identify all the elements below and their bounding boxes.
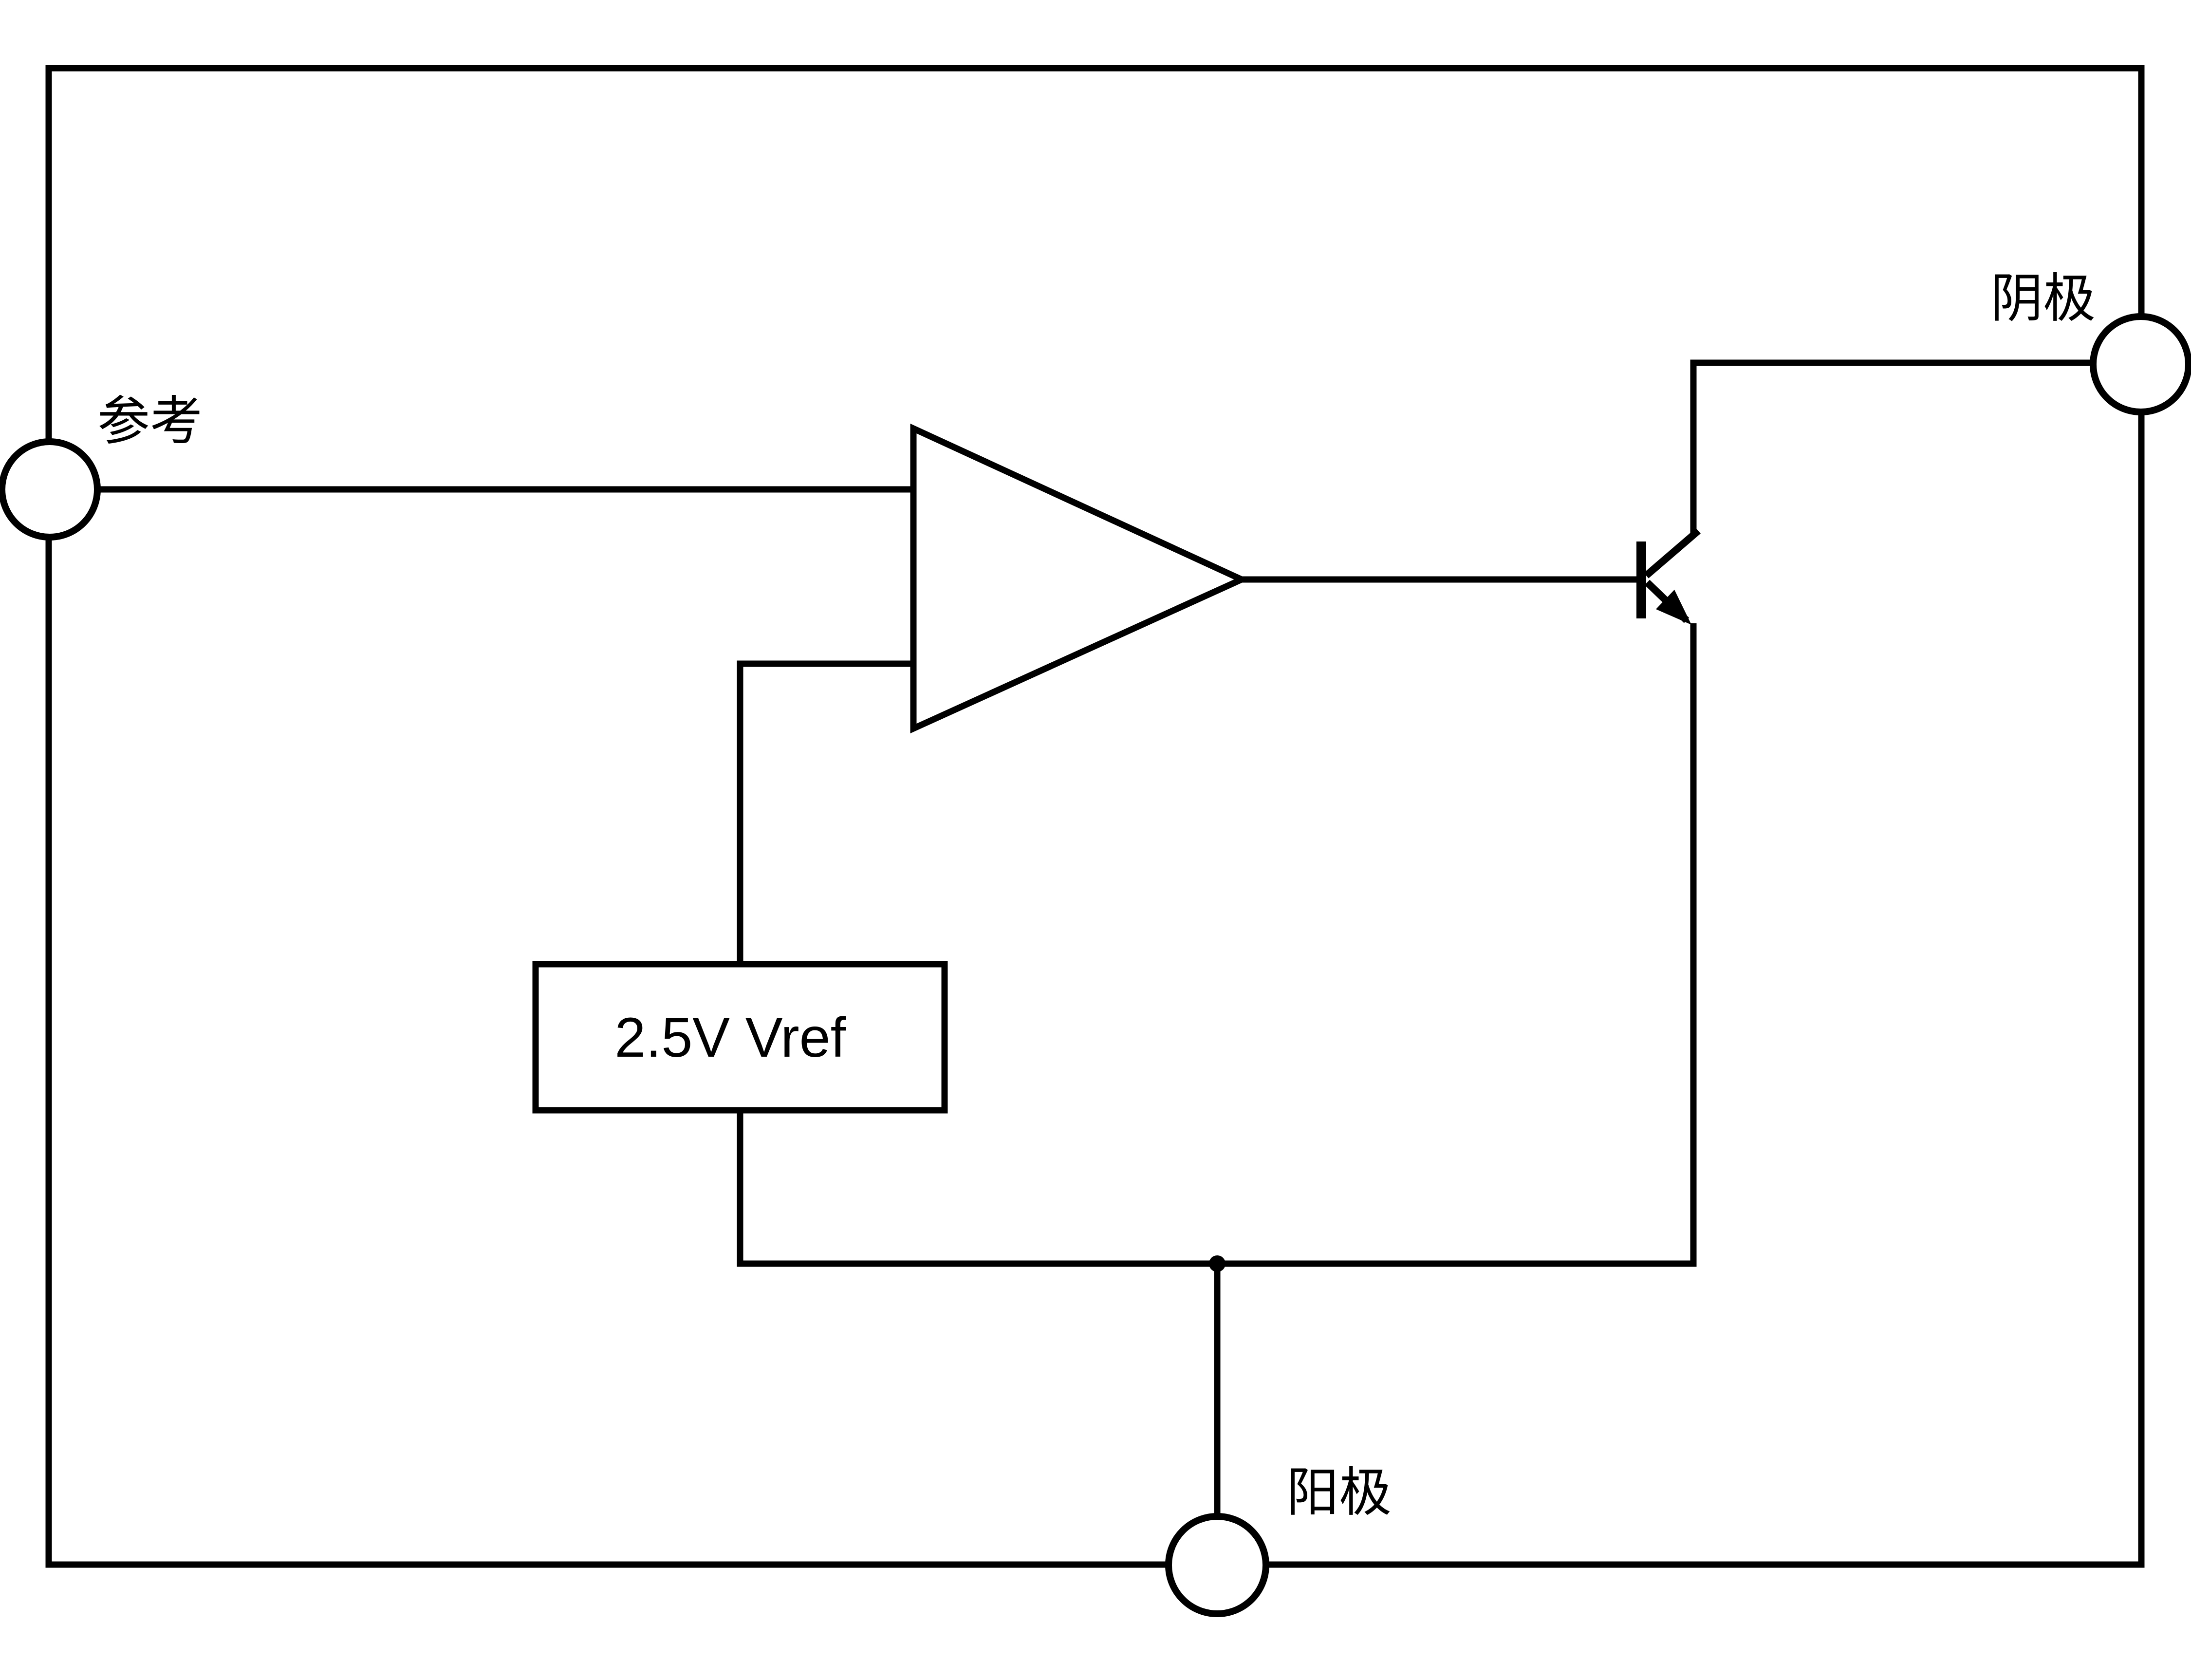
vref-to-opamp-wire [737, 660, 913, 966]
vref-block-label: 2.5V Vref [614, 1007, 846, 1069]
reference-terminal [0, 438, 101, 541]
transistor-emitter-arrow-icon [1656, 590, 1691, 625]
junction-dot [1209, 1255, 1225, 1272]
transistor-collector-lead [1644, 528, 1701, 579]
reference-label: 参考 [97, 393, 203, 451]
op-amp-symbol [910, 423, 1249, 734]
cathode-wire [1690, 359, 2108, 535]
npn-transistor-symbol [1636, 528, 1701, 625]
anode-terminal [1165, 1513, 1269, 1617]
device-boundary [45, 65, 2145, 1568]
transistor-base-bar [1636, 541, 1646, 618]
anode-label: 阳极 [1286, 1464, 1392, 1522]
cathode-terminal [2090, 313, 2191, 415]
anode-rail-wire [737, 623, 1697, 1267]
vref-block [532, 961, 948, 1114]
cathode-label: 阴极 [1990, 270, 2096, 328]
